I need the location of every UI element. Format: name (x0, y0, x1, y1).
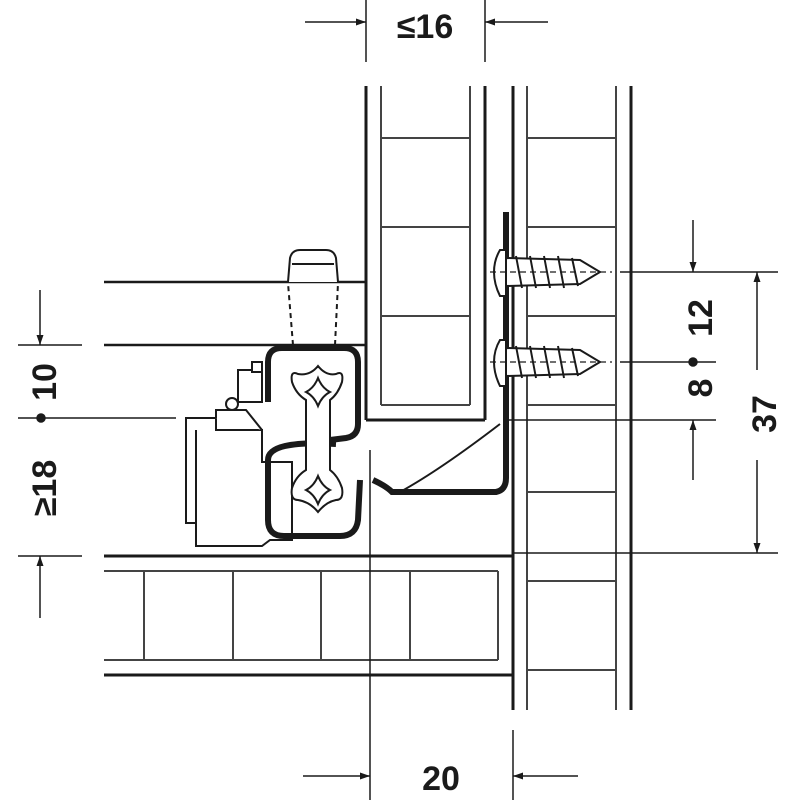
dimension-right-total-label: 37 (746, 395, 784, 433)
front-locking-device (185, 361, 293, 547)
drawer-bottom-panel (104, 554, 513, 677)
screw-lower (490, 339, 612, 387)
cabinet-member-bracket (371, 212, 509, 495)
dimension-top (305, 0, 548, 62)
dimension-top-label: ≤16 (397, 8, 453, 46)
dimension-bottom-label: 20 (422, 760, 460, 798)
dimension-right (505, 220, 778, 554)
cabinet-side-panel (511, 86, 633, 710)
locking-clip (287, 249, 339, 346)
dimension-left-total-label: ≥18 (26, 460, 64, 516)
dimension-left (18, 290, 176, 618)
drawer-runner-profile (265, 345, 363, 539)
upper-drawer-bottom (104, 280, 366, 347)
screw-upper (490, 249, 612, 297)
dimension-right-lower-label: 8 (682, 379, 720, 398)
dimension-left-offset-label: 10 (26, 363, 64, 401)
dimension-right-upper-label: 12 (682, 299, 720, 337)
drawer-side-panel (364, 86, 487, 422)
